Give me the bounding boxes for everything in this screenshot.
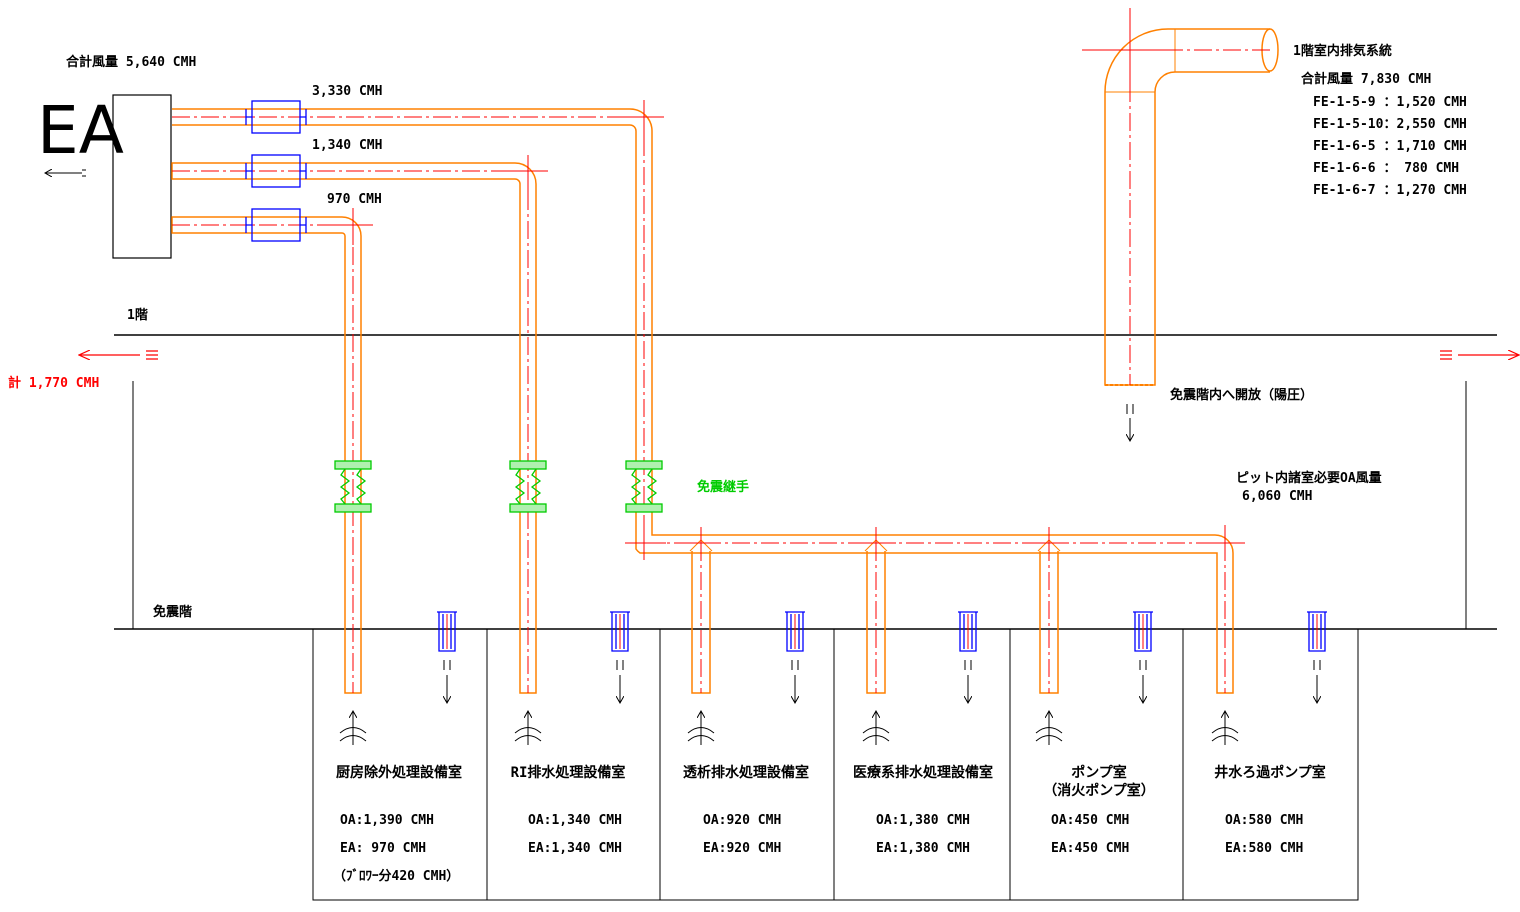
flex-joints — [334, 460, 663, 513]
system-1f-item-1: FE-1-5-9 ：1,520 CMH — [1313, 95, 1467, 110]
left-exhaust-total: 計 1,770 CMH — [8, 375, 99, 391]
flex-joint-1 — [334, 460, 372, 513]
ea-intake-arrows — [339, 712, 1239, 745]
flex-joint-label: 免震継手 — [697, 479, 749, 495]
pit-oa-value: 6,060 CMH — [1242, 489, 1312, 504]
room-name: 透析排水処理設備室 — [683, 764, 809, 781]
open-note: 免震階内へ開放（陽圧） — [1170, 387, 1313, 403]
isolation-floor-label: 免震階 — [153, 604, 192, 620]
room-ea: EA:1,340 CMH — [528, 841, 622, 856]
centerline-branch-1 — [172, 116, 1226, 693]
open-end-arrow — [1127, 404, 1133, 440]
exhaust-arrows — [80, 351, 1518, 359]
ducts — [171, 28, 1279, 694]
ea-box — [112, 94, 172, 259]
left-exhaust-arrow — [80, 351, 158, 359]
centerline-branch-3 — [172, 224, 354, 693]
system-1f-total: 合計風量 7,830 CMH — [1301, 71, 1431, 87]
room-1: 厨房除外処理設備室 OA:1,390 CMH EA: 970 CMH （ﾌﾞﾛﾜ… — [333, 764, 462, 884]
system-1f-item-3: FE-1-6-5 ：1,710 CMH — [1313, 139, 1467, 154]
duct-branch-2 — [171, 162, 537, 694]
room-name: 井水ろ過ポンプ室 — [1214, 764, 1326, 781]
first-floor-label: 1階 — [127, 307, 148, 323]
pit-room-boundaries — [312, 629, 1359, 901]
room-oa-openings — [437, 611, 1327, 652]
damper-branch-3 — [245, 208, 307, 242]
dampers — [245, 100, 1327, 652]
bend-crosshairs — [333, 8, 1245, 560]
flex-joint-2 — [509, 460, 547, 513]
room-2: RI排水処理設備室 OA:1,340 CMH EA:1,340 CMH — [511, 764, 626, 856]
room-ea: EA: 970 CMH — [340, 841, 426, 856]
room-ea: EA:580 CMH — [1225, 841, 1303, 856]
pit-oa-label: ピット内諸室必要OA風量 — [1236, 470, 1382, 486]
duct-branch-3 — [171, 216, 362, 694]
system-1f-item-5: FE-1-6-7 ：1,270 CMH — [1313, 183, 1467, 198]
ea-label: EA — [37, 92, 124, 169]
room-4: 医療系排水処理設備室 OA:1,380 CMH EA:1,380 CMH — [853, 764, 993, 856]
right-exhaust-arrow — [1440, 351, 1518, 359]
room-oa: OA:1,390 CMH — [340, 813, 434, 828]
airflow-arrows — [46, 170, 1320, 745]
ea-total-airflow: 合計風量 5,640 CMH — [66, 54, 196, 70]
room-3: 透析排水処理設備室 OA:920 CMH EA:920 CMH — [683, 764, 809, 856]
room-ea: EA:1,380 CMH — [876, 841, 970, 856]
oa-arrows — [444, 660, 1320, 702]
room-name: RI排水処理設備室 — [511, 764, 626, 781]
system-1f-item-2: FE-1-5-10：2,550 CMH — [1313, 117, 1467, 132]
room-name: 医療系排水処理設備室 — [853, 764, 993, 781]
branch-3-airflow: 970 CMH — [327, 192, 382, 207]
damper-branch-1 — [245, 100, 307, 134]
damper-branch-2 — [245, 154, 307, 188]
duct-1f-exhaust — [1104, 28, 1270, 386]
room-oa: OA:920 CMH — [703, 813, 781, 828]
oa-opening-centerlines — [446, 614, 1318, 649]
branch-2-airflow: 1,340 CMH — [312, 138, 382, 153]
room-oa: OA:450 CMH — [1051, 813, 1129, 828]
duct-tee-caps — [689, 539, 1061, 552]
system-1f-item-4: FE-1-6-6 ： 780 CMH — [1313, 161, 1459, 176]
system-1f-title: 1階室内排気系統 — [1293, 43, 1392, 59]
room-oa: OA:1,340 CMH — [528, 813, 622, 828]
room-ea: EA:920 CMH — [703, 841, 781, 856]
center-lines — [172, 8, 1270, 693]
room-name: ポンプ室 — [1071, 764, 1127, 781]
room-name-2: （消火ポンプ室） — [1043, 782, 1155, 799]
centerline-drops — [700, 543, 1050, 693]
room-name: 厨房除外処理設備室 — [336, 764, 462, 781]
flex-joint-3 — [625, 460, 663, 513]
room-oa: OA:580 CMH — [1225, 813, 1303, 828]
ea-outlet-arrow — [46, 170, 86, 176]
room-ea: EA:450 CMH — [1051, 841, 1129, 856]
room-5: ポンプ室 （消火ポンプ室） OA:450 CMH EA:450 CMH — [1043, 764, 1155, 856]
room-oa: OA:1,380 CMH — [876, 813, 970, 828]
centerline-branch-2 — [172, 170, 529, 693]
room-6: 井水ろ過ポンプ室 OA:580 CMH EA:580 CMH — [1214, 764, 1326, 856]
branch-1-airflow: 3,330 CMH — [312, 84, 382, 99]
room-note: （ﾌﾞﾛﾜｰ分420 CMH） — [333, 868, 459, 884]
